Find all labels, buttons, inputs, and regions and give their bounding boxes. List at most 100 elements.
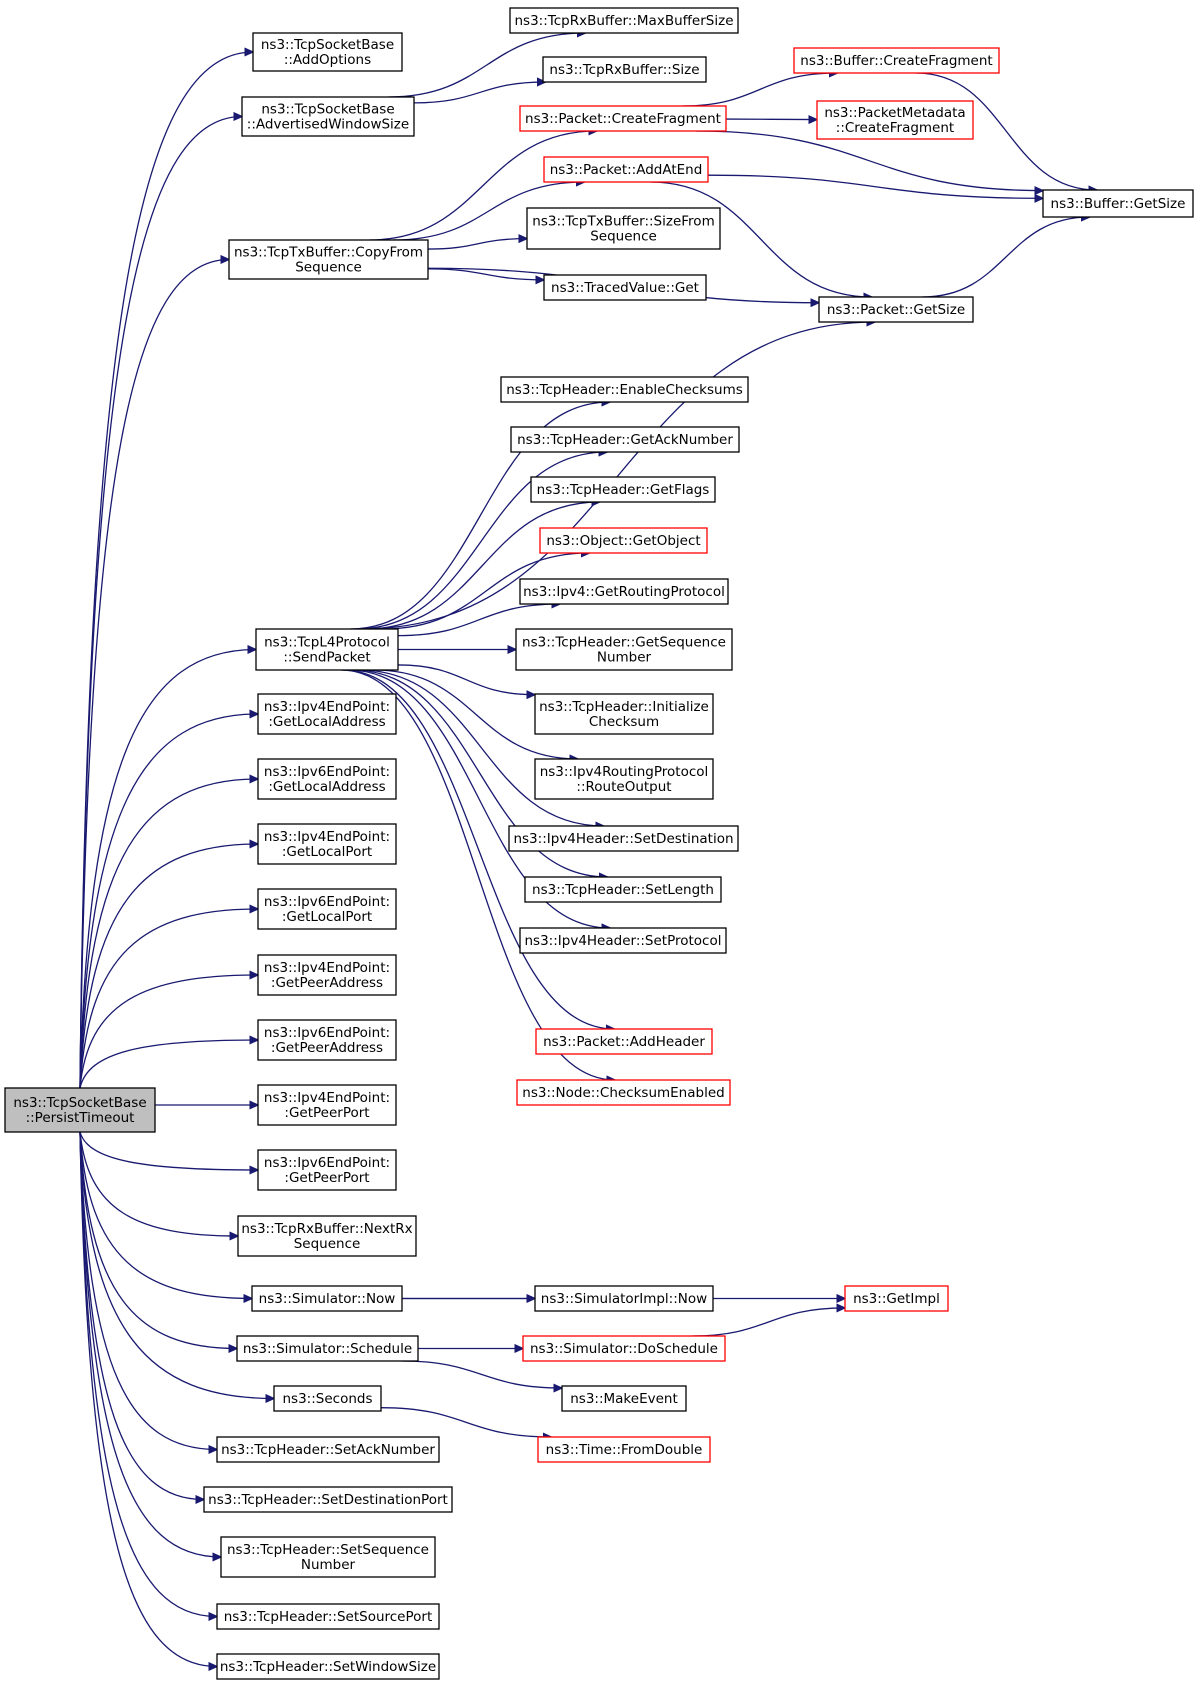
node-rxsize[interactable]: ns3::TcpRxBuffer::Size [542,56,707,83]
edge-sendpacket-to-routeout [374,669,578,759]
node-getimpl[interactable]: ns3::GetImpl [844,1285,949,1312]
node-box [257,954,397,996]
node-label: ns3::Ipv4Header::SetProtocol [525,933,722,949]
node-v4localport[interactable]: ns3::Ipv4EndPoint::GetLocalPort [257,823,397,865]
node-box [236,1335,419,1362]
node-simimplnow[interactable]: ns3::SimulatorImpl::Now [534,1285,714,1312]
node-label: ns3::SimulatorImpl::Now [541,1291,707,1307]
node-getobject[interactable]: ns3::Object::GetObject [539,527,708,554]
node-sendpacket[interactable]: ns3::TcpL4Protocol::SendPacket [255,628,399,671]
edge-sendpacket-to-addheader [342,669,615,1029]
node-label: Sequence [294,1236,361,1252]
edge-pktcreatefrag-to-pmcreatefrag [725,119,817,120]
node-box [515,628,733,671]
node-seconds[interactable]: ns3::Seconds [273,1385,382,1412]
node-getflags[interactable]: ns3::TcpHeader::GetFlags [530,476,716,503]
edge-pktgetsize-to-bufgetsize [922,217,1090,298]
node-label: ns3::TcpHeader::GetFlags [537,482,710,498]
node-label: ns3::MakeEvent [570,1391,678,1407]
node-label: ns3::TcpTxBuffer::SizeFrom [532,214,714,230]
node-label: ns3::PacketMetadata [824,105,965,121]
node-addoptions[interactable]: ns3::TcpSocketBase::AddOptions [252,32,403,72]
node-v4peeraddr[interactable]: ns3::Ipv4EndPoint::GetPeerAddress [257,954,397,996]
node-setlen[interactable]: ns3::TcpHeader::SetLength [524,876,722,903]
edge-pktcreatefrag-to-bufgetsize [695,130,1043,191]
node-box [252,32,403,72]
node-label: ns3::Time::FromDouble [546,1442,703,1458]
node-label: ns3::Seconds [283,1391,373,1407]
node-getrouting[interactable]: ns3::Ipv4::GetRoutingProtocol [519,578,729,605]
node-box [216,1603,440,1630]
node-label: ns3::Ipv4EndPoint: [264,829,390,845]
node-tracedget[interactable]: ns3::TracedValue::Get [543,274,707,301]
node-label: ns3::TcpHeader::SetAckNumber [221,1442,435,1458]
node-label: ::AdvertisedWindowSize [247,117,409,133]
edge-sendpacket-to-enablechk [350,402,610,630]
node-box [257,693,397,735]
node-label: ns3::TcpRxBuffer::MaxBufferSize [514,13,733,29]
node-label: ns3::Node::ChecksumEnabled [522,1085,724,1101]
edge-advwin-to-rxmax [388,33,585,98]
node-doschedule[interactable]: ns3::Simulator::DoSchedule [522,1335,726,1362]
node-addheader[interactable]: ns3::Packet::AddHeader [535,1028,713,1055]
node-v4peerport[interactable]: ns3::Ipv4EndPoint::GetPeerPort [257,1084,397,1126]
edge-root-to-setack [79,1131,217,1450]
node-box [519,927,727,954]
node-box [255,628,399,671]
node-getack[interactable]: ns3::TcpHeader::GetAckNumber [510,426,740,453]
node-pmcreatefrag[interactable]: ns3::PacketMetadata::CreateFragment [816,100,974,140]
edge-pktaddatend-to-pktgetsize [650,181,872,297]
node-setdest[interactable]: ns3::Ipv4Header::SetDestination [508,825,739,852]
edge-sendpacket-to-getobject [382,553,590,630]
node-setwin[interactable]: ns3::TcpHeader::SetWindowSize [216,1653,440,1680]
edges-layer [79,33,1097,1667]
node-label: :GetLocalAddress [268,714,385,730]
node-fromdouble[interactable]: ns3::Time::FromDouble [537,1436,711,1463]
node-bufgetsize[interactable]: ns3::Buffer::GetSize [1042,189,1194,218]
edge-bufcreatefrag-to-bufgetsize [915,72,1097,190]
node-box [251,1285,403,1312]
node-v4localaddr[interactable]: ns3::Ipv4EndPoint::GetLocalAddress [257,693,397,735]
node-makeevent[interactable]: ns3::MakeEvent [561,1385,687,1412]
node-label: ns3::Object::GetObject [546,533,700,549]
node-v6peeraddr[interactable]: ns3::Ipv6EndPoint::GetPeerAddress [257,1019,397,1061]
edge-root-to-advwin [79,117,242,1089]
node-v6peerport[interactable]: ns3::Ipv6EndPoint::GetPeerPort [257,1149,397,1191]
node-setsrcport[interactable]: ns3::TcpHeader::SetSourcePort [216,1603,440,1630]
node-label: ns3::TcpHeader::GetAckNumber [517,432,733,448]
node-label: ns3::TcpSocketBase [261,102,394,118]
edge-sendpacket-to-getflags [364,502,600,630]
node-label: ns3::Packet::AddHeader [543,1034,705,1050]
node-setack[interactable]: ns3::TcpHeader::SetAckNumber [216,1436,440,1463]
node-root[interactable]: ns3::TcpSocketBase::PersistTimeout [4,1087,156,1133]
node-label: ns3::TcpTxBuffer::CopyFrom [234,245,423,261]
node-setproto[interactable]: ns3::Ipv4Header::SetProtocol [519,927,727,954]
node-chkenabled[interactable]: ns3::Node::ChecksumEnabled [516,1079,731,1106]
node-pktcreatefrag[interactable]: ns3::Packet::CreateFragment [519,105,727,132]
edge-txcopy-to-tracedget [427,268,544,280]
node-box [273,1385,382,1412]
node-rxmax[interactable]: ns3::TcpRxBuffer::MaxBufferSize [509,7,739,34]
node-pktaddatend[interactable]: ns3::Packet::AddAtEnd [543,156,709,183]
node-v6localport[interactable]: ns3::Ipv6EndPoint::GetLocalPort [257,888,397,930]
edge-pktcreatefrag-to-bufcreatefrag [681,73,838,107]
node-simnow[interactable]: ns3::Simulator::Now [251,1285,403,1312]
node-routeout[interactable]: ns3::Ipv4RoutingProtocol::RouteOutput [534,758,714,800]
edge-sendpacket-to-getack [356,452,607,630]
node-box [220,1536,436,1578]
node-advwin[interactable]: ns3::TcpSocketBase::AdvertisedWindowSize [241,96,415,137]
node-box [530,476,716,503]
node-setdestport[interactable]: ns3::TcpHeader::SetDestinationPort [203,1486,453,1513]
node-enablechk[interactable]: ns3::TcpHeader::EnableChecksums [500,376,749,403]
node-v6localaddr[interactable]: ns3::Ipv6EndPoint::GetLocalAddress [257,758,397,800]
node-bufcreatefrag[interactable]: ns3::Buffer::CreateFragment [793,47,1000,74]
node-pktgetsize[interactable]: ns3::Packet::GetSize [818,296,974,323]
node-simschedule[interactable]: ns3::Simulator::Schedule [236,1335,419,1362]
node-label: ns3::Ipv4EndPoint: [264,960,390,976]
